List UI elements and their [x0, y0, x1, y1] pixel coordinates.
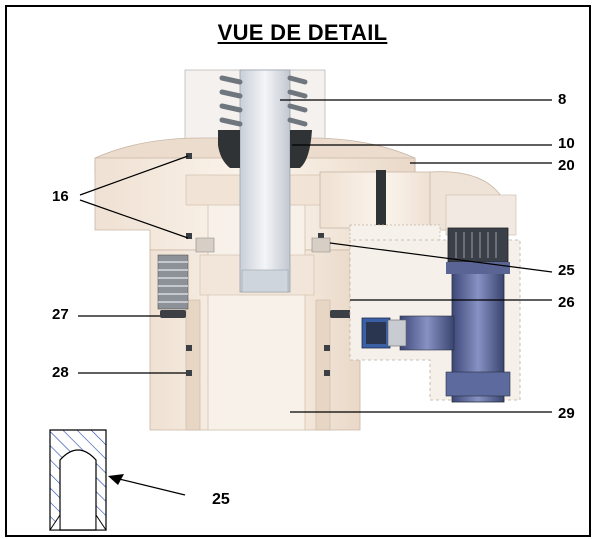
- callout-8: 8: [558, 91, 567, 108]
- rings-28: [186, 345, 330, 376]
- frame-border: [5, 5, 591, 537]
- callout-10: 10: [558, 135, 575, 152]
- stem: [239, 69, 291, 293]
- right-fitting: [349, 224, 521, 403]
- callout-25: 25: [558, 262, 575, 279]
- callout-20: 20: [558, 157, 575, 174]
- leader-lines: [78, 99, 553, 496]
- callout-27: 27: [52, 306, 69, 323]
- callout-26: 26: [558, 294, 575, 311]
- spring: [219, 75, 308, 127]
- washers-27: [160, 310, 356, 318]
- callout-25-section: 25: [212, 491, 230, 508]
- coil-stack: [157, 254, 189, 310]
- callout-16: 16: [52, 188, 69, 205]
- callout-28: 28: [52, 364, 69, 381]
- seal-10: [218, 130, 312, 168]
- arrow-head: [108, 474, 124, 485]
- side-pipe: [319, 170, 517, 236]
- page-title: VUE DE DETAIL: [217, 20, 388, 45]
- o-rings-16: [186, 153, 324, 239]
- seal-25-section: [49, 429, 107, 531]
- seal-25: [195, 237, 331, 253]
- callout-29: 29: [558, 405, 575, 422]
